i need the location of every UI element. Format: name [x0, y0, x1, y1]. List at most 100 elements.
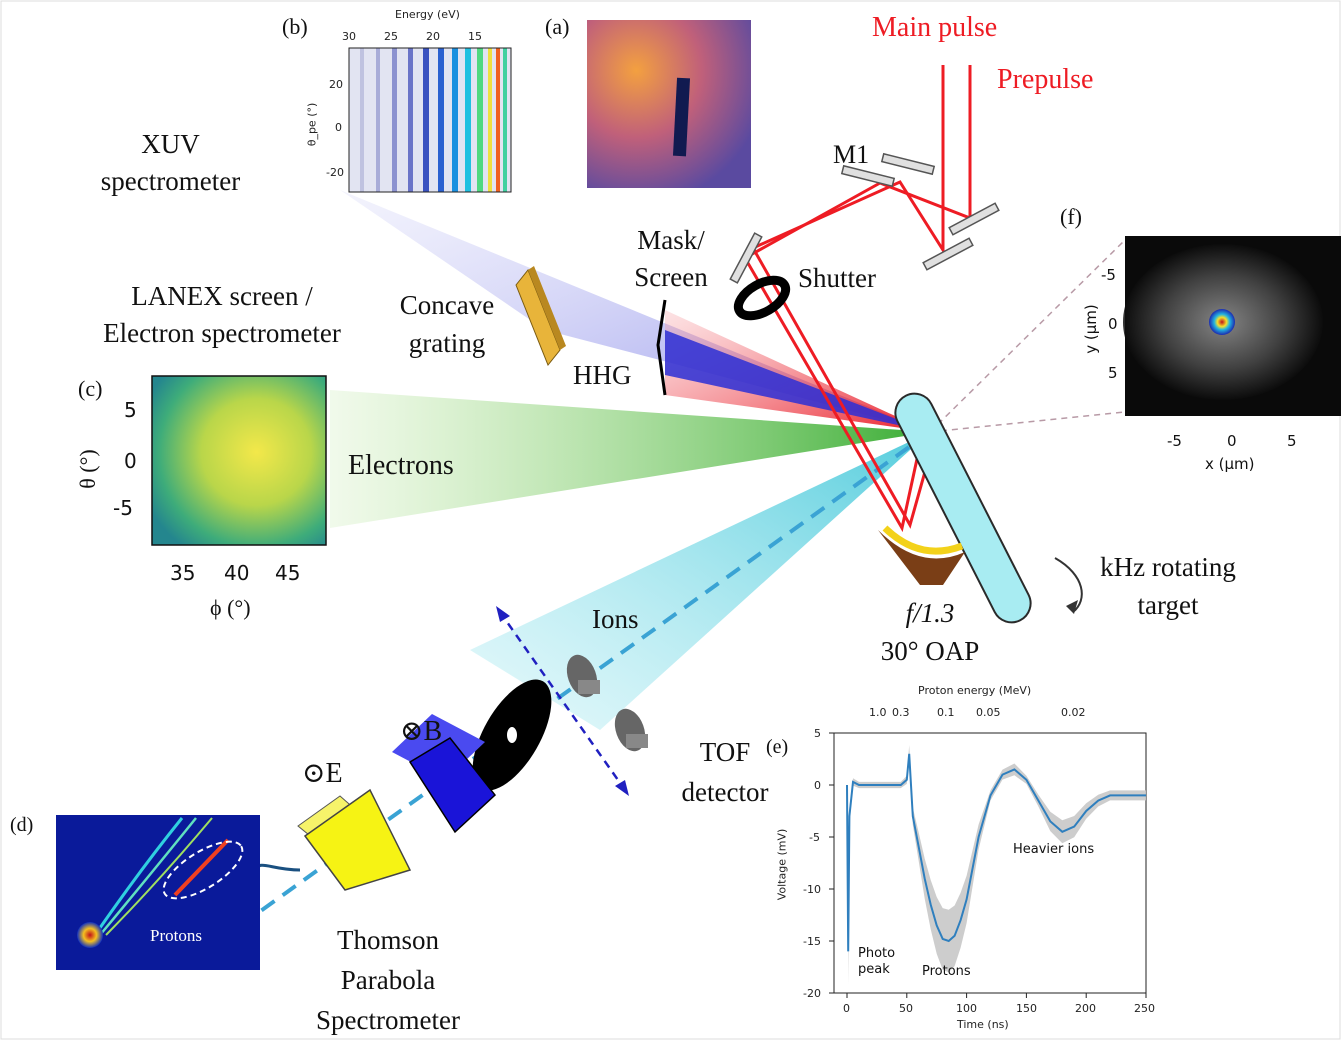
- b-y-tick-1: 0: [335, 121, 342, 134]
- hhg-blue-beam: [665, 330, 930, 432]
- e-y-tick-2: -5: [809, 831, 820, 844]
- e-top-tick-2: 0.1: [937, 706, 955, 719]
- tof-label-line1: TOF: [699, 737, 751, 767]
- e-x-tick-4: 200: [1075, 1002, 1096, 1015]
- c-x-label: ϕ (°): [210, 595, 251, 620]
- oap-surface: [882, 525, 964, 555]
- b-top-tick-1: 25: [384, 30, 398, 43]
- c-image: [151, 375, 327, 546]
- rotation-arrowhead: [1066, 600, 1078, 614]
- e-plate-front: [303, 788, 412, 891]
- f-y-tick-2: 5: [1108, 364, 1118, 382]
- target-label: kHz rotating target: [1084, 548, 1252, 624]
- e-ann-heavier: Heavier ions: [1013, 842, 1095, 857]
- b-top-axis-title: Energy (eV): [395, 8, 460, 21]
- c-y-label: θ (°): [74, 449, 100, 489]
- e-y-tick-0: 5: [814, 727, 821, 740]
- d-proton-ellipse: [162, 840, 244, 900]
- e-x-tick-0: 0: [843, 1002, 850, 1015]
- mirrors: [729, 152, 1000, 284]
- rotation-arrow: [1054, 557, 1083, 613]
- f-x-tick-2: 5: [1287, 432, 1297, 450]
- tof-label-line2: detector: [681, 777, 769, 807]
- f-projection-top: [929, 239, 1126, 433]
- lanex-label: LANEX screen / Electron spectrometer: [70, 278, 374, 352]
- xuv-label: XUV spectrometer: [78, 126, 263, 200]
- b-image: [349, 48, 511, 192]
- e-tick-marks: [829, 732, 1147, 998]
- e-top-tick-1: 0.3: [892, 706, 910, 719]
- e-y-tick-3: -10: [803, 883, 821, 896]
- thomson-label-line1: Thomson: [336, 925, 439, 955]
- panel-a-tag: (a): [545, 14, 570, 39]
- b-top-tick-2: 20: [426, 30, 440, 43]
- oap-mirror: [878, 530, 965, 585]
- xuv-label-line1: XUV: [141, 129, 200, 159]
- lanex-label-line2: Electron spectrometer: [103, 318, 341, 348]
- f-y-tick-0: -5: [1101, 266, 1116, 284]
- e-y-label: Voltage (mV): [775, 828, 789, 901]
- e-trace-line: [846, 753, 1146, 952]
- c-y-tick-1: 0: [124, 449, 137, 473]
- e-y-tick-4: -15: [803, 935, 821, 948]
- d-traces: [93, 817, 230, 936]
- c-x-tick-2: 45: [275, 561, 301, 585]
- c-x-tick-1: 40: [224, 561, 250, 585]
- target-label-line1: kHz rotating: [1100, 552, 1236, 582]
- magnet-block: [408, 737, 497, 834]
- hhg-filter: [656, 299, 667, 396]
- rotating-target: [894, 392, 1032, 624]
- f-projection-bottom: [929, 411, 1126, 433]
- mask-label-line2: Screen: [634, 262, 708, 292]
- tof-label: TOF detector: [680, 732, 770, 812]
- c-y-tick-0: 5: [124, 398, 137, 422]
- b-top-tick-3: 15: [468, 30, 482, 43]
- concave-label-line2: grating: [408, 328, 486, 358]
- mask-label-line1: Mask/: [637, 225, 705, 255]
- shutter-label: Shutter: [798, 263, 876, 293]
- e-top-axis-title: Proton energy (MeV): [918, 684, 1032, 697]
- detector-cable: [253, 863, 301, 873]
- xuv-label-line2: spectrometer: [100, 166, 241, 196]
- concave-grating-side: [528, 266, 566, 350]
- e-ann-photo-line1: Photo: [858, 946, 896, 961]
- b-y-tick-0: 20: [329, 78, 343, 91]
- thomson-label-line2: Parabola: [340, 965, 436, 995]
- e-ann-protons: Protons: [922, 964, 971, 979]
- mask-label: Mask/ Screen: [622, 222, 720, 296]
- prepulse-label: Prepulse: [997, 64, 1094, 95]
- thomson-label: Thomson Parabola Spectrometer: [296, 920, 480, 1040]
- c-x-tick-0: 35: [170, 561, 196, 585]
- b-y-label: θ_pe (°): [305, 102, 319, 147]
- e-ann-photo-peak: Photo peak: [858, 946, 895, 978]
- electrons-label: Electrons: [348, 450, 454, 481]
- panel-b-tag: (b): [282, 14, 308, 39]
- thomson-label-line3: Spectrometer: [316, 1005, 460, 1035]
- f-spot: [1209, 309, 1235, 335]
- e-x-tick-1: 50: [899, 1002, 913, 1015]
- lanex-label-line1: LANEX screen /: [131, 281, 313, 311]
- panel-c-tag: (c): [78, 376, 103, 401]
- panel-e-tag: (e): [766, 736, 789, 758]
- hhg-label: HHG: [573, 360, 632, 390]
- f-y-label: y (μm): [1081, 304, 1100, 354]
- oap-label-line1: f/1.3: [905, 598, 955, 628]
- main-pulse-label: Main pulse: [872, 12, 998, 43]
- panel-f-tag: (f): [1060, 204, 1082, 229]
- f-y-tick-1: 0: [1108, 315, 1118, 333]
- concave-label-line1: Concave: [399, 290, 495, 320]
- b-field-label: ⊗B: [400, 716, 443, 747]
- e-field-label: ⊙E: [302, 758, 343, 789]
- c-y-tick-2: -5: [113, 496, 133, 520]
- hhg-red-beam: [665, 310, 930, 432]
- e-top-tick-3: 0.05: [976, 706, 1001, 719]
- oap-label-line2: 30° OAP: [880, 636, 980, 666]
- b-spectral-lines: [360, 48, 507, 192]
- e-x-label: Time (ns): [957, 1018, 1009, 1031]
- d-zero-order: [77, 922, 103, 948]
- e-x-tick-3: 150: [1016, 1002, 1037, 1015]
- e-top-tick-4: 0.02: [1061, 706, 1086, 719]
- b-top-tick-0: 30: [342, 30, 356, 43]
- a-mask-bar: [672, 77, 691, 157]
